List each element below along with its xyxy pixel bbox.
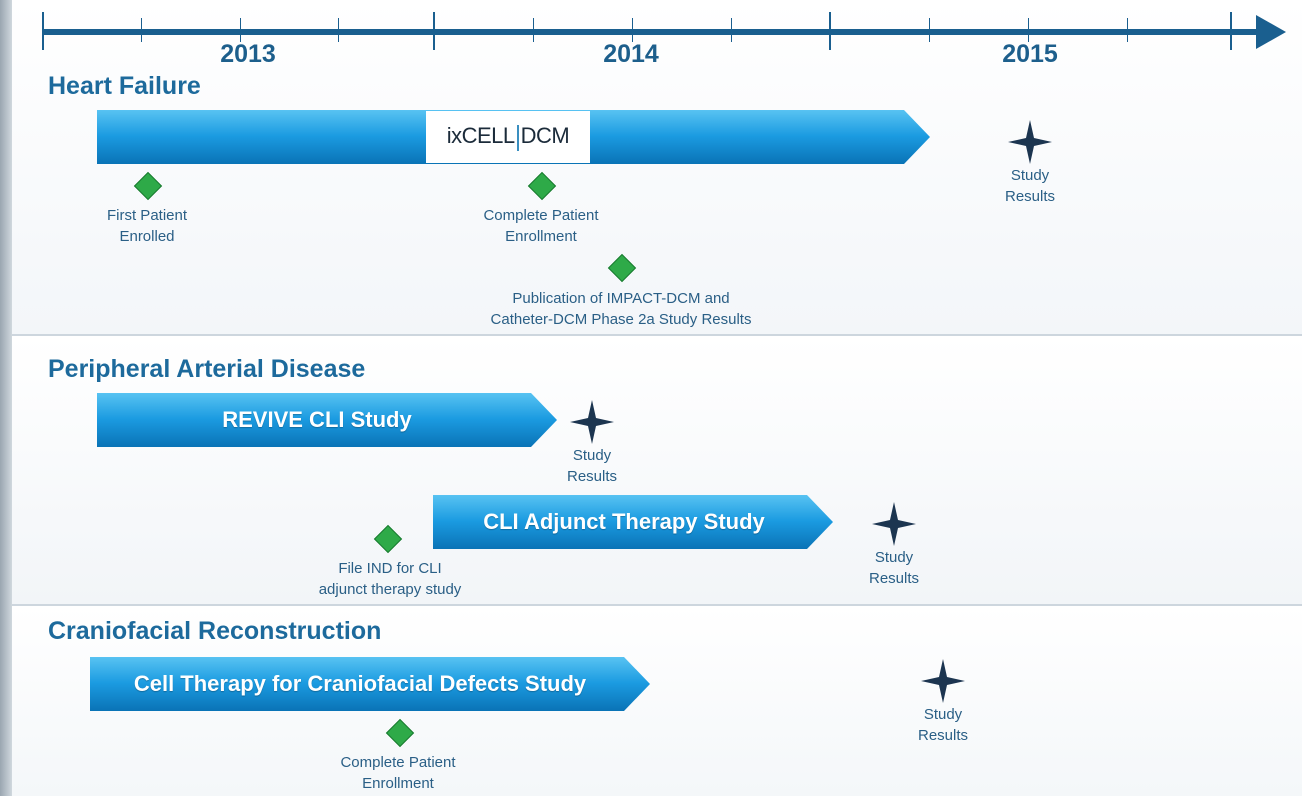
section-divider	[12, 334, 1302, 336]
milestone-label-publication: Publication of IMPACT-DCM and Catheter-D…	[490, 290, 752, 328]
section-title-pad: Peripheral Arterial Disease	[48, 355, 366, 383]
logo-heartbeat-icon	[516, 124, 519, 151]
cli-adjunct-therapy-study-bar: CLI Adjunct Therapy Study	[433, 495, 833, 549]
peripheral-arterial-disease-section	[12, 336, 1302, 604]
milestone-label-file-ind: File IND for CLI adjunct therapy study	[318, 560, 462, 598]
axis-tick-minor	[533, 18, 534, 42]
year-label-2014: 2014	[603, 40, 659, 68]
section-title-craniofacial: Craniofacial Reconstruction	[48, 617, 382, 645]
study-results-label: Study Results	[566, 447, 618, 485]
study-results-star-icon	[872, 502, 916, 546]
milestone-label-first-patient: First Patient Enrolled	[106, 207, 188, 245]
milestone-label-complete-enrollment: Complete Patient Enrollment	[483, 207, 599, 245]
study-results-label: Study Results	[1004, 167, 1056, 205]
craniofacial-defects-study-label: Cell Therapy for Craniofacial Defects St…	[133, 671, 587, 696]
axis-tick-minor	[929, 18, 930, 42]
study-results-label: Study Results	[868, 549, 920, 587]
revive-cli-study-label: REVIVE CLI Study	[222, 407, 412, 432]
year-label-2015: 2015	[1002, 40, 1058, 68]
study-results-label: Study Results	[917, 706, 969, 744]
section-title-heart-failure: Heart Failure	[48, 72, 201, 100]
axis-tick-minor	[141, 18, 142, 42]
study-results-star-icon	[570, 400, 614, 444]
revive-cli-study-bar: REVIVE CLI Study	[97, 393, 557, 447]
axis-tick-minor	[1127, 18, 1128, 42]
milestone-label-complete-enrollment: Complete Patient Enrollment	[340, 754, 456, 792]
axis-tick-major	[1230, 12, 1232, 50]
axis-tick-major	[433, 12, 435, 50]
axis-tick-minor	[632, 18, 633, 42]
section-divider	[12, 604, 1302, 606]
heart-failure-section	[12, 0, 1302, 334]
axis-tick-minor	[240, 18, 241, 42]
axis-tick-major	[829, 12, 831, 50]
logo-text-left: ixCELL	[446, 123, 515, 149]
craniofacial-defects-study-bar: Cell Therapy for Craniofacial Defects St…	[90, 657, 650, 711]
axis-tick-minor	[338, 18, 339, 42]
axis-tick-major	[42, 12, 44, 50]
study-results-star-icon	[1008, 120, 1052, 164]
year-label-2013: 2013	[220, 40, 276, 68]
axis-tick-minor	[731, 18, 732, 42]
left-background-strip	[0, 0, 14, 796]
study-results-star-icon	[921, 659, 965, 703]
logo-text-right: DCM	[520, 123, 570, 149]
timeline-arrow-icon	[1256, 15, 1286, 49]
axis-tick-minor	[1028, 18, 1029, 42]
cli-adjunct-therapy-study-label: CLI Adjunct Therapy Study	[483, 509, 765, 534]
timeline-axis-line	[42, 29, 1260, 35]
